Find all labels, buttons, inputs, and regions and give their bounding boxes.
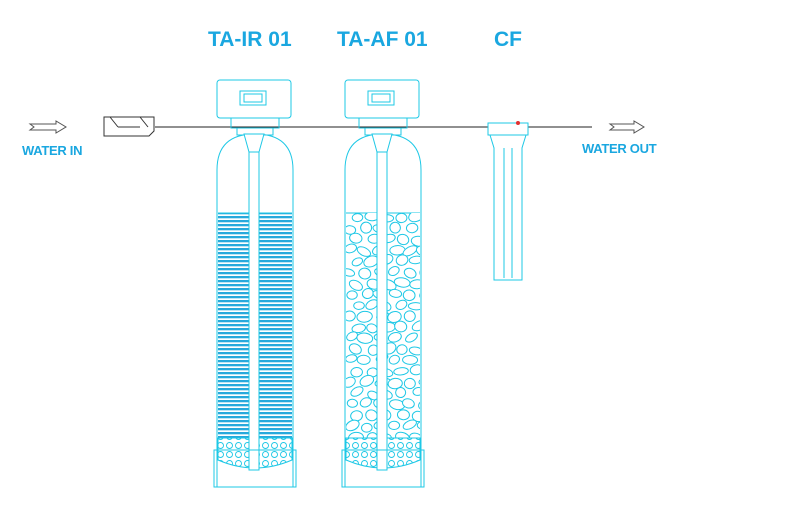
media-pebble — [395, 254, 409, 266]
media-pebble — [387, 377, 403, 390]
media-pebble — [348, 343, 362, 355]
media-pebble — [408, 346, 420, 356]
media-pebble — [388, 354, 400, 365]
media-pebble — [403, 267, 417, 279]
cartridge-filter — [487, 121, 529, 281]
media-pebble — [411, 410, 420, 423]
media-pebble — [402, 419, 417, 430]
media-pebble — [351, 323, 366, 334]
media-pebble — [409, 432, 420, 438]
media-pebble — [387, 332, 402, 343]
media-pebble — [402, 289, 416, 302]
media-pebble — [351, 213, 364, 223]
media-pebble — [401, 398, 415, 409]
media-pebble — [359, 397, 372, 408]
media-pebble — [346, 331, 358, 342]
media-pebble — [388, 266, 400, 276]
distributor-tube — [248, 133, 260, 471]
media-pebble — [419, 290, 420, 301]
media-pebble — [346, 290, 358, 300]
filter-housing — [489, 134, 527, 281]
media-pebble — [350, 386, 364, 397]
media-pebble — [409, 279, 420, 290]
water-out-label: WATER OUT — [582, 141, 657, 156]
tank-base — [213, 449, 297, 488]
media-pebble — [412, 386, 420, 396]
media-pebble — [405, 332, 418, 343]
media-pebble — [348, 279, 363, 291]
media-pebble — [394, 320, 408, 333]
inlet-arrow-icon — [28, 120, 67, 134]
media-pebble — [359, 374, 375, 387]
media-pebble — [409, 364, 420, 376]
media-pebble — [349, 232, 363, 244]
media-pebble — [395, 299, 408, 310]
media-pebble — [403, 310, 416, 322]
media-pebble — [351, 257, 364, 267]
display-icon — [367, 90, 395, 106]
media-pebble — [396, 409, 410, 421]
media-pebble — [356, 246, 372, 257]
filter-head — [487, 122, 529, 136]
media-pebble — [346, 268, 356, 277]
tank-base — [341, 449, 425, 488]
media-pebble — [346, 419, 360, 432]
media-pebble — [407, 302, 420, 311]
control-head — [216, 79, 292, 119]
media-pebble — [418, 377, 420, 387]
tank-title-ta-af-01: TA-AF 01 — [337, 28, 428, 51]
media-pebble — [408, 255, 420, 265]
distributor-tube — [376, 133, 388, 471]
media-pebble — [356, 310, 373, 323]
media-pebble — [360, 221, 373, 234]
media-pebble — [403, 377, 416, 390]
media-pebble — [416, 420, 420, 431]
media-pebble — [350, 367, 363, 378]
media-pebble — [411, 319, 420, 332]
media-pebble — [415, 245, 420, 257]
media-pebble — [405, 222, 419, 234]
tank-ta-ir-01 — [213, 79, 297, 488]
control-head — [344, 79, 420, 119]
media-pebble — [346, 225, 357, 235]
media-pebble — [346, 243, 357, 254]
media-pebble — [388, 420, 401, 430]
water-in-label: WATER IN — [22, 143, 83, 158]
media-pebble — [388, 288, 403, 298]
media-pebble — [356, 332, 374, 344]
pressure-indicator-icon — [516, 121, 520, 125]
media-pebble — [395, 213, 408, 224]
media-pebble — [389, 221, 401, 234]
inline-filter-icon — [103, 116, 155, 137]
media-pebble — [421, 356, 434, 366]
media-pebble — [356, 354, 371, 365]
media-pebble — [353, 301, 365, 310]
media-pebble — [396, 233, 410, 246]
media-pebble — [396, 344, 408, 355]
media-pebble — [408, 213, 420, 223]
display-icon — [239, 90, 267, 106]
media-pebble — [387, 311, 402, 324]
media-pebble — [418, 398, 420, 411]
tank-ta-af-01 — [341, 79, 434, 488]
media-pebble — [346, 376, 356, 388]
outlet-arrow-icon — [608, 120, 645, 134]
tank-title-ta-ir-01: TA-IR 01 — [208, 28, 292, 51]
filter-title-cf: CF — [494, 28, 522, 51]
media-pebble — [395, 387, 407, 399]
media-pebble — [358, 267, 372, 280]
media-pebble — [393, 367, 409, 376]
media-pebble — [346, 398, 358, 408]
media-pebble — [346, 354, 358, 363]
media-pebble — [361, 422, 373, 433]
media-pebble — [402, 355, 419, 365]
media-pebble — [346, 310, 356, 322]
media-pebble — [420, 309, 434, 322]
media-pebble — [421, 225, 432, 233]
